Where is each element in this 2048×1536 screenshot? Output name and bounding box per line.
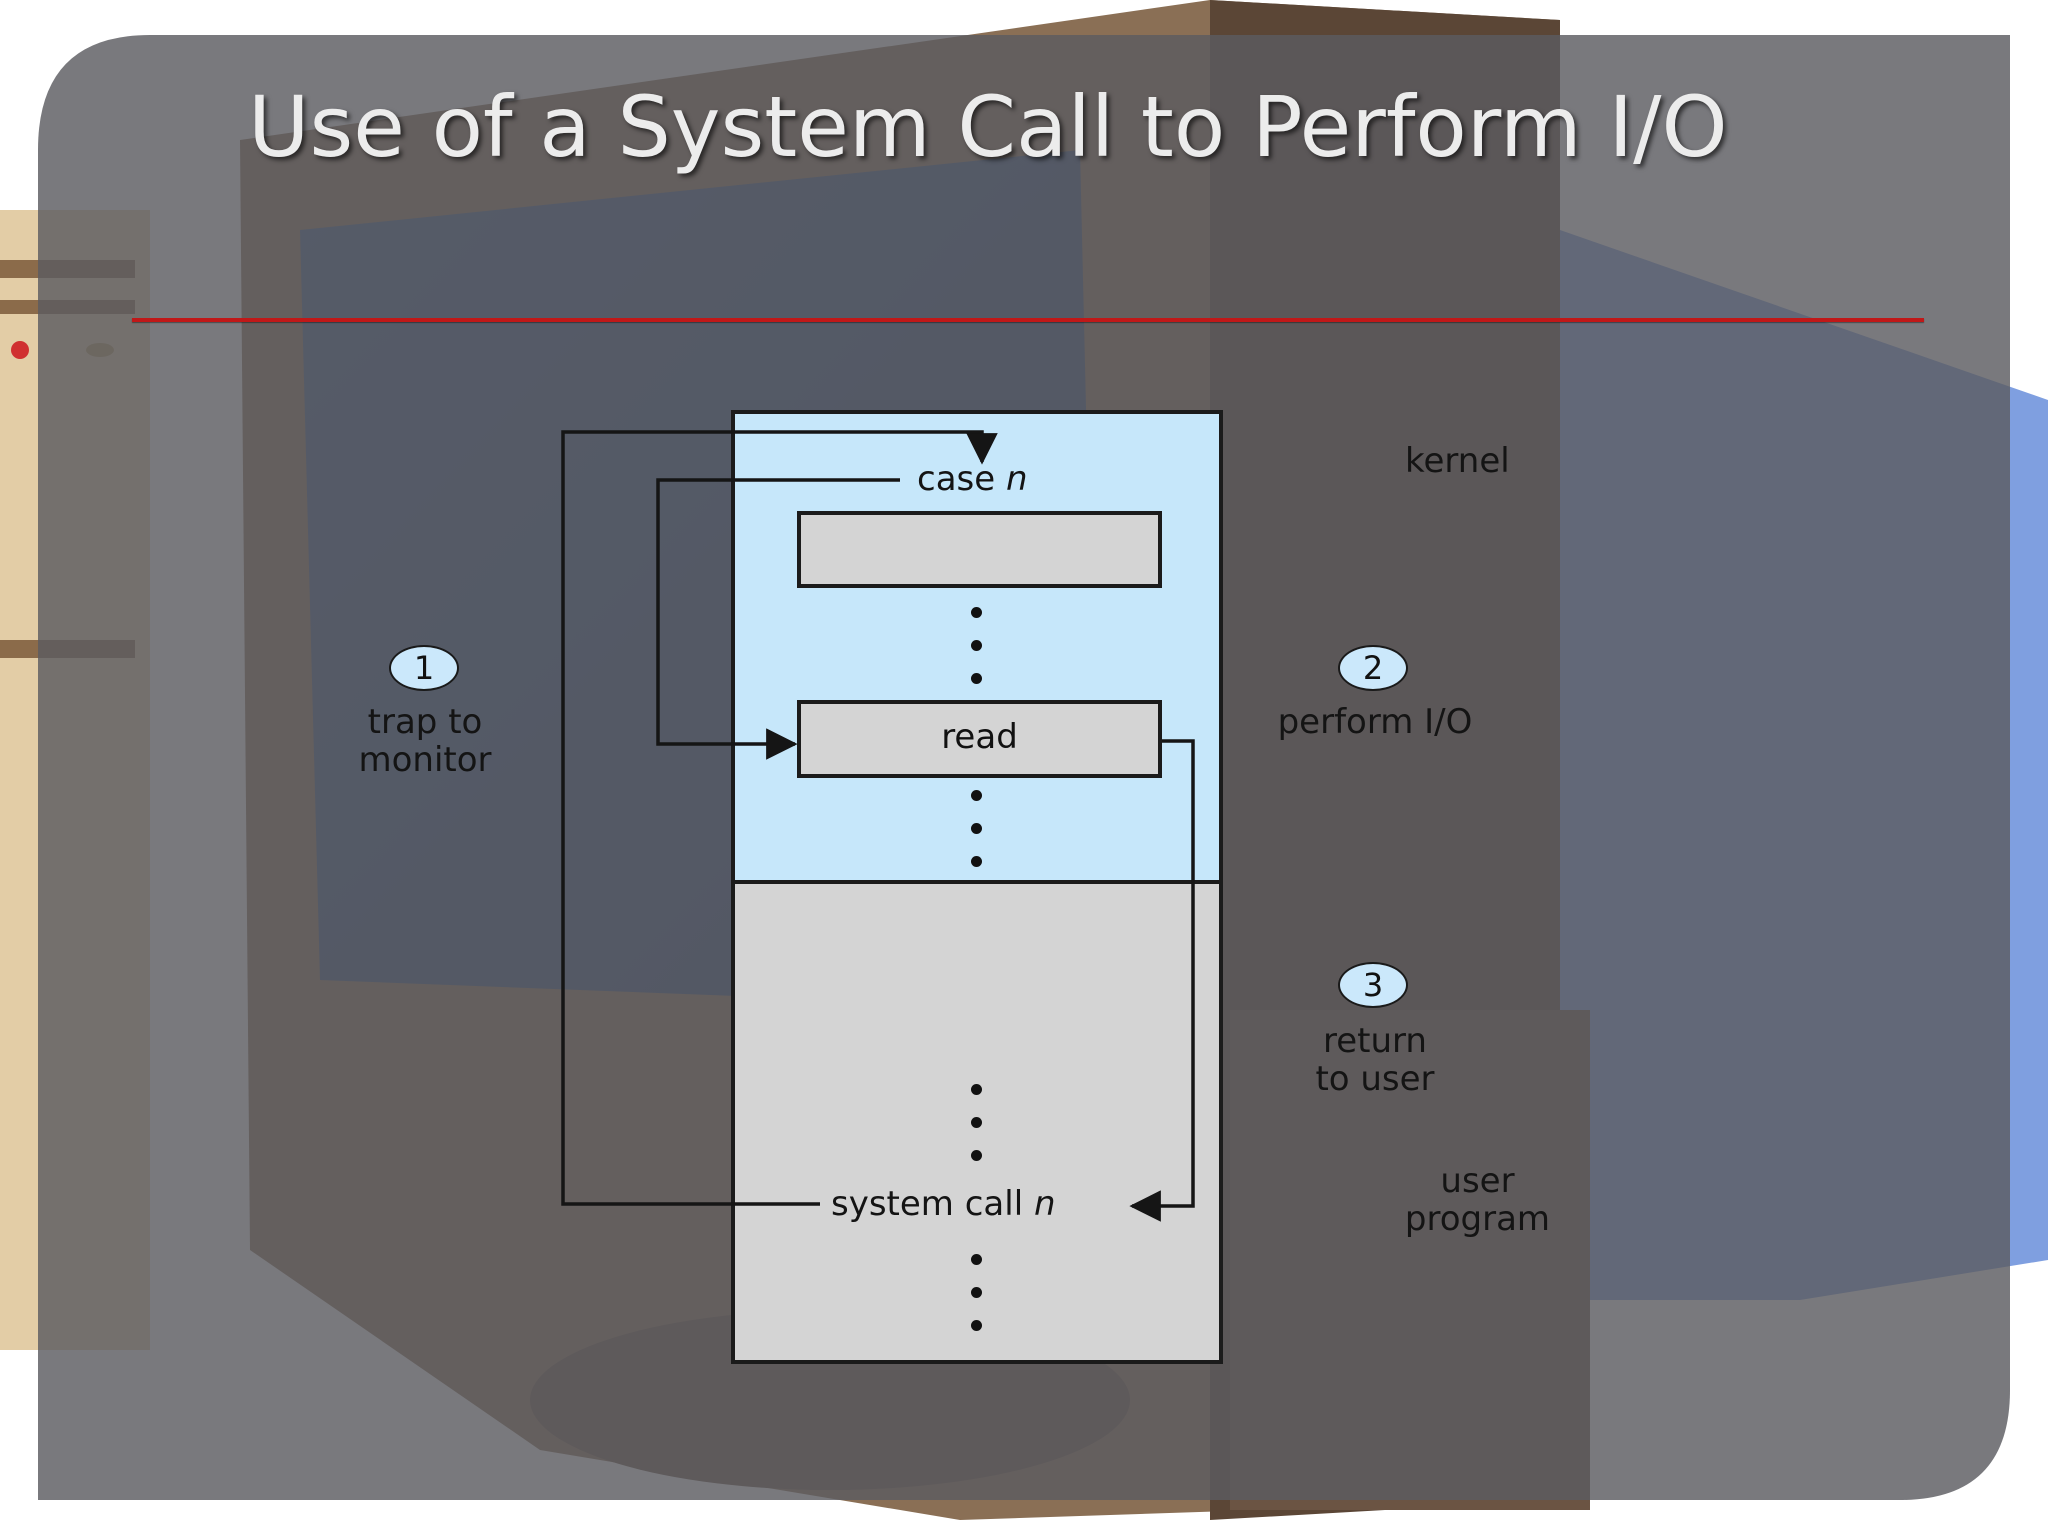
step-3-label: return to user: [1255, 1022, 1495, 1098]
ellipsis-dot: [971, 673, 982, 684]
ellipsis-dot: [971, 1150, 982, 1161]
step-1-line1: trap to: [367, 702, 483, 742]
dispatch-table-slot: [797, 511, 1162, 588]
step-2-badge: 2: [1338, 645, 1408, 691]
user-label-line1: user: [1440, 1161, 1515, 1201]
ellipsis-dot: [971, 1320, 982, 1331]
step-1-label: trap to monitor: [315, 703, 535, 779]
step-3-badge: 3: [1338, 962, 1408, 1008]
read-routine-box: read: [797, 700, 1162, 778]
title-underline: [132, 318, 1924, 322]
read-label: read: [941, 717, 1018, 757]
ellipsis-dot: [971, 1254, 982, 1265]
user-label-line2: program: [1404, 1199, 1551, 1239]
ellipsis-dot: [971, 1084, 982, 1095]
slide-title: Use of a System Call to Perform I/O: [248, 78, 1728, 176]
system-call-text: system call: [831, 1184, 1024, 1224]
system-call-n-label: system call n: [831, 1185, 1056, 1223]
step-2-label: perform I/O: [1225, 703, 1525, 741]
step-3-line2: to user: [1315, 1059, 1435, 1099]
step-2-line1: perform I/O: [1277, 702, 1473, 742]
case-text: case: [917, 459, 996, 499]
ellipsis-dot: [971, 1287, 982, 1298]
case-n-label: case n: [917, 460, 1028, 498]
user-program-label: user program: [1370, 1162, 1585, 1238]
trap-arrow: [561, 430, 998, 1206]
case-variable: n: [1005, 459, 1028, 499]
ellipsis-dot: [971, 640, 982, 651]
step-1-badge: 1: [389, 645, 459, 691]
step-1-line2: monitor: [358, 740, 492, 780]
return-arrow: [1129, 739, 1195, 1222]
ellipsis-dot: [971, 1117, 982, 1128]
ellipsis-dot: [971, 823, 982, 834]
kernel-label: kernel: [1405, 441, 1510, 481]
step-3-line1: return: [1323, 1021, 1427, 1061]
ellipsis-dot: [971, 856, 982, 867]
dispatch-arrow: [656, 478, 900, 760]
ellipsis-dot: [971, 607, 982, 618]
system-call-variable: n: [1033, 1184, 1056, 1224]
ellipsis-dot: [971, 790, 982, 801]
